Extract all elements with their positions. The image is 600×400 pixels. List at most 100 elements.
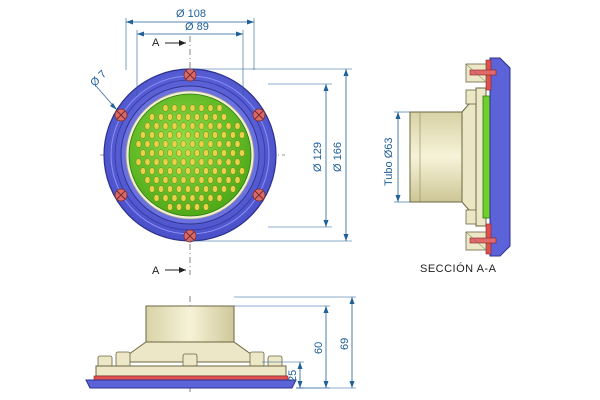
grate-hole <box>212 131 218 139</box>
grate-hole <box>185 203 191 211</box>
grate-hole <box>221 167 227 175</box>
grate-hole <box>180 158 187 166</box>
grate-hole <box>185 185 191 193</box>
grate-hole <box>149 113 155 121</box>
dimension-d129: Ø 129 <box>312 142 324 172</box>
grate-hole <box>185 167 191 175</box>
front-view: A A Ø 108 Ø 89 Ø 7 Ø 129 <box>88 8 352 277</box>
grate-hole <box>167 203 173 211</box>
grate-hole <box>239 131 245 139</box>
grate-hole <box>225 122 232 130</box>
grate-edge <box>482 95 491 219</box>
grate-hole <box>207 176 214 184</box>
grate-hole <box>153 122 160 130</box>
grate-hole <box>203 203 209 211</box>
grate-hole <box>158 131 164 139</box>
grate-hole <box>216 104 223 112</box>
grate-hole <box>194 167 200 175</box>
grate-hole <box>230 149 236 157</box>
grate-hole <box>189 140 196 148</box>
cone <box>461 94 477 220</box>
grate-hole <box>176 149 182 157</box>
grate-hole <box>162 194 169 202</box>
grate-hole <box>144 140 151 148</box>
tube-body <box>409 111 463 203</box>
grate-hole <box>216 176 223 184</box>
grate-hole <box>162 158 169 166</box>
section-view: Tubo Ø63 SECCIÓN A-A <box>383 57 511 275</box>
grate-hole <box>189 194 196 202</box>
dimension-h25: 25 <box>287 370 299 382</box>
grate-hole <box>167 113 173 121</box>
grate-hole <box>230 131 236 139</box>
grate-hole <box>140 149 146 157</box>
grate-hole <box>176 185 182 193</box>
grate-hole <box>221 113 227 121</box>
grate-hole <box>234 158 241 166</box>
grate-holes <box>135 104 245 211</box>
grate-hole <box>194 149 200 157</box>
grate-hole <box>230 185 236 193</box>
grate-hole <box>180 176 187 184</box>
grate-hole <box>221 131 227 139</box>
grate-hole <box>189 158 196 166</box>
grate-hole <box>153 176 160 184</box>
grate-hole <box>180 140 187 148</box>
lug-top <box>465 63 497 83</box>
grate-hole <box>171 158 178 166</box>
grate-hole <box>185 113 191 121</box>
dimension-d7: Ø 7 <box>88 68 109 89</box>
grate-hole <box>225 158 232 166</box>
grate-hole <box>171 194 178 202</box>
grate-hole <box>198 104 205 112</box>
grate-hole <box>203 131 209 139</box>
grate-hole <box>144 176 151 184</box>
grate-hole <box>149 149 155 157</box>
grate-hole <box>207 140 214 148</box>
grate-hole <box>162 104 169 112</box>
grate-hole <box>140 131 146 139</box>
grate-hole <box>171 140 178 148</box>
grate-hole <box>176 167 182 175</box>
screw-left <box>114 108 128 122</box>
grate-hole <box>225 140 232 148</box>
grate-hole <box>216 158 223 166</box>
grate-hole <box>234 122 241 130</box>
grate-hole <box>167 185 173 193</box>
grate-hole <box>234 140 241 148</box>
grate-hole <box>149 167 155 175</box>
grate-hole <box>158 185 164 193</box>
grate-hole <box>221 185 227 193</box>
dimension-h60: 60 <box>313 342 325 354</box>
grate-hole <box>207 104 214 112</box>
grate-hole <box>180 122 187 130</box>
screw-left-lower <box>114 188 128 202</box>
grate-hole <box>135 140 142 148</box>
grate-hole <box>153 158 160 166</box>
section-marker-top: A <box>152 37 160 49</box>
side-view: 25 60 69 <box>85 296 356 392</box>
screw-top <box>183 68 197 82</box>
screw-right-lower <box>252 188 266 202</box>
grate-hole <box>167 149 173 157</box>
grate-hole <box>176 131 182 139</box>
grate-hole <box>180 194 187 202</box>
dimension-d89: Ø 89 <box>185 21 209 33</box>
grate-hole <box>171 104 178 112</box>
grate-hole <box>144 122 151 130</box>
grate-hole <box>198 194 205 202</box>
grate-hole <box>140 167 146 175</box>
grate-hole <box>216 122 223 130</box>
grate-hole <box>198 158 205 166</box>
grate-hole <box>176 113 182 121</box>
grate-hole <box>158 149 164 157</box>
grate-hole <box>167 131 173 139</box>
grate-hole <box>180 104 187 112</box>
grate-hole <box>207 194 214 202</box>
grate-hole <box>203 185 209 193</box>
dimension-tube: Tubo Ø63 <box>383 137 395 186</box>
side-tube <box>145 305 235 343</box>
grate-hole <box>158 113 164 121</box>
grate-hole <box>149 131 155 139</box>
